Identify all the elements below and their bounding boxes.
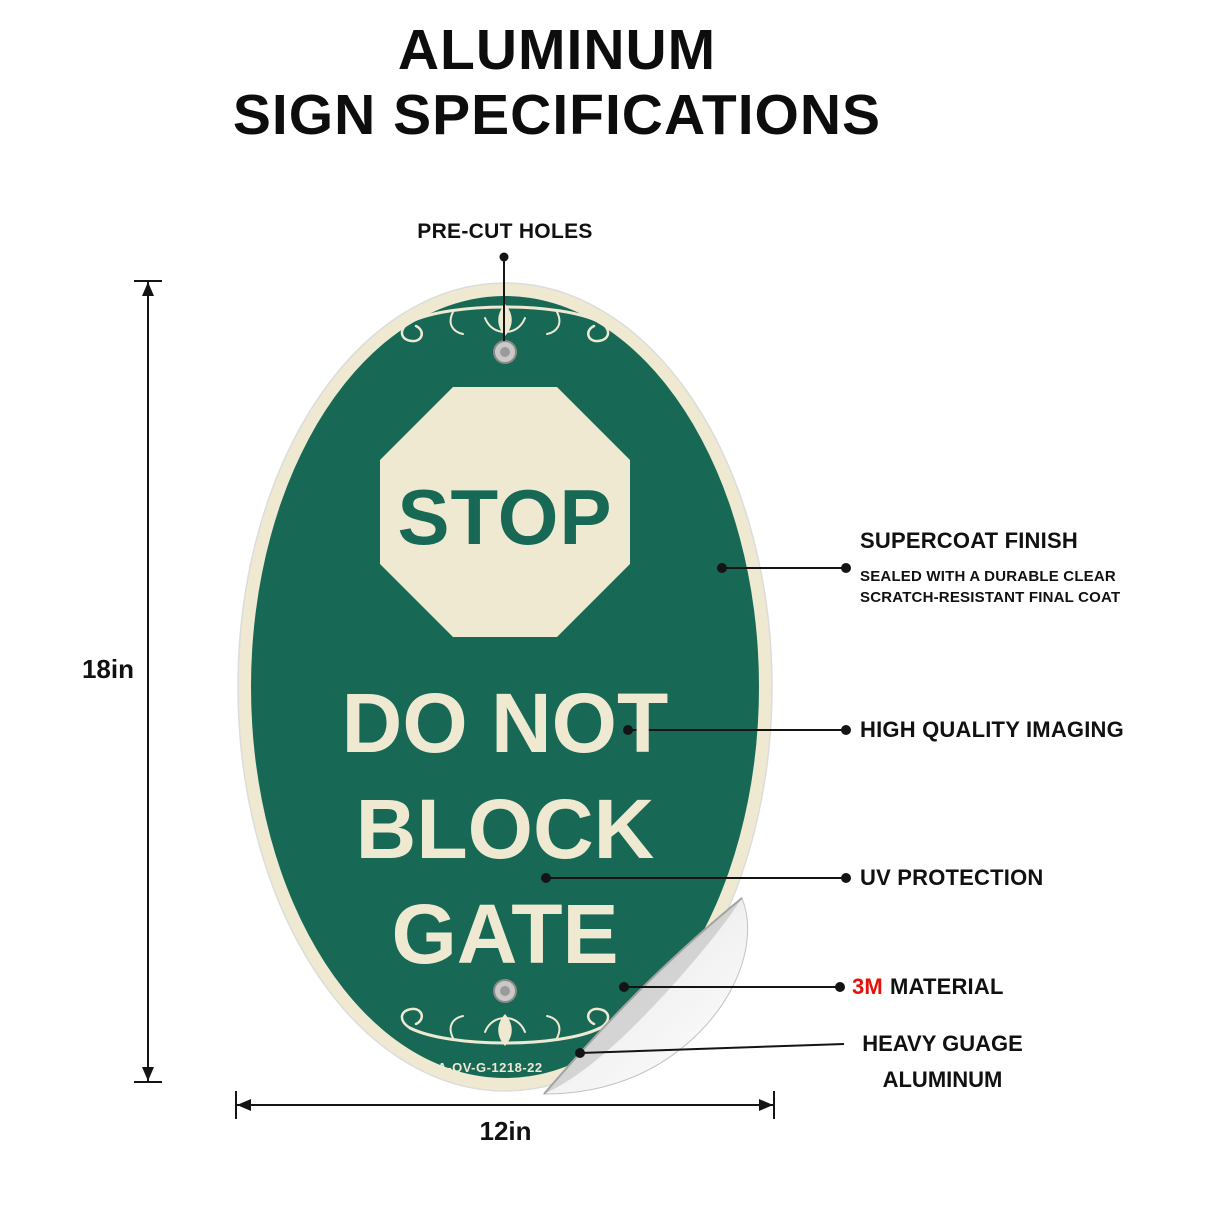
dimension-arrow-icons — [142, 282, 773, 1111]
page-title: ALUMINUM SIGN SPECIFICATIONS — [57, 18, 1057, 148]
width-dimension-label: 12in — [479, 1116, 532, 1146]
decorative-flourish-bottom-icon — [400, 1007, 610, 1046]
callout-gauge-label: HEAVY GUAGE ALUMINUM — [845, 1026, 1040, 1098]
height-dimension-label: 18in — [81, 654, 134, 684]
callout-gauge-line1: HEAVY GUAGE — [862, 1031, 1023, 1056]
page-title-line2: SIGN SPECIFICATIONS — [232, 83, 882, 147]
callout-uv-label: UV PROTECTION — [860, 865, 1044, 890]
callout-supercoat-title: SUPERCOAT FINISH — [860, 528, 1078, 553]
callout-precut-holes-label: PRE-CUT HOLES — [417, 220, 593, 243]
pre-cut-hole-bottom-icon — [493, 979, 517, 1003]
pre-cut-hole-top-icon — [493, 340, 517, 364]
callout-dot-icons — [499, 252, 851, 1058]
sign-message-line1: DO NOT — [341, 676, 669, 770]
sign-message-line2: BLOCK — [355, 782, 655, 876]
material-label-rest: MATERIAL — [889, 974, 1004, 999]
sign-message-line3: GATE — [391, 887, 619, 981]
callout-supercoat-sub1: SEALED WITH A DURABLE CLEAR — [860, 568, 1116, 585]
sign-oval-inner — [251, 296, 759, 1078]
sign-sku-text: A-OV-G-1218-22 — [437, 1060, 543, 1075]
page-title-line1: ALUMINUM — [397, 18, 717, 82]
callout-supercoat-sub2: SCRATCH-RESISTANT FINAL COAT — [860, 589, 1121, 606]
peel-corner-icon — [542, 897, 800, 1112]
sign-stop-text: STOP — [397, 473, 613, 561]
dimension-lines — [134, 280, 775, 1119]
material-brand-3m: 3M — [852, 974, 883, 999]
stop-octagon-icon — [380, 387, 630, 637]
callout-gauge-line2: ALUMINUM — [882, 1067, 1003, 1092]
callout-lines — [503, 258, 846, 1054]
callout-imaging-label: HIGH QUALITY IMAGING — [860, 717, 1124, 742]
callout-supercoat-subtitle: SEALED WITH A DURABLE CLEAR SCRATCH-RESI… — [860, 566, 1120, 608]
